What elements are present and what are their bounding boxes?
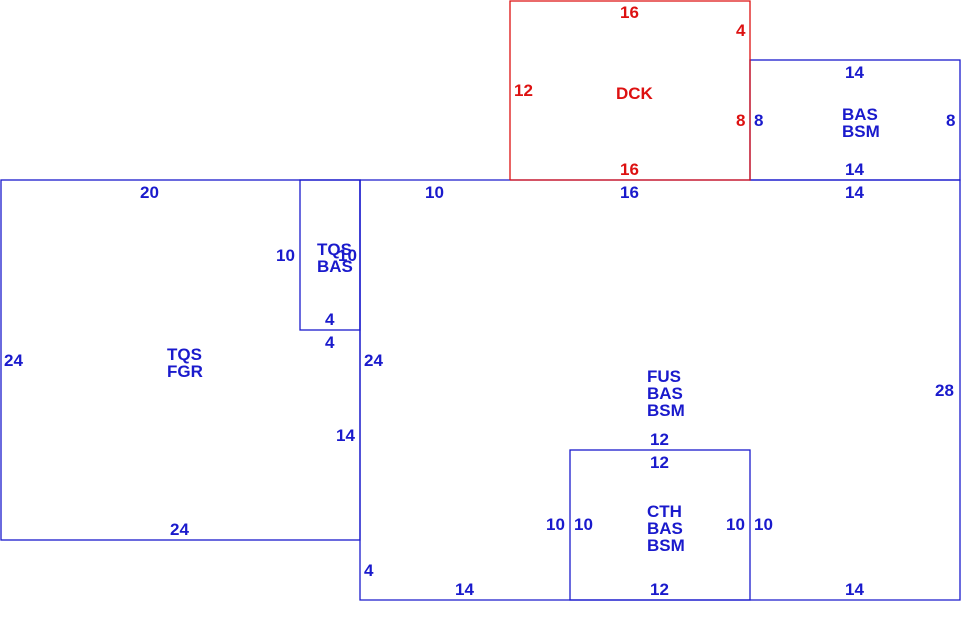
small-room-code-2: BAS bbox=[317, 257, 353, 276]
dim-main-top-left: 10 bbox=[425, 183, 444, 202]
cth-outline bbox=[569, 449, 751, 601]
dim-deck-left: 12 bbox=[514, 81, 533, 100]
dim-cth-right-inner: 10 bbox=[726, 515, 745, 534]
dim-main-bottom-left: 14 bbox=[455, 580, 474, 599]
dim-cth-top-outer: 12 bbox=[650, 430, 669, 449]
main-code-1: FUS bbox=[647, 367, 681, 386]
dim-main-bottom-right: 14 bbox=[845, 580, 864, 599]
dim-cth-left-outer: 10 bbox=[546, 515, 565, 534]
garage-code-1: TQS bbox=[167, 345, 202, 364]
dim-small-room-right: 10 bbox=[338, 246, 357, 265]
main-code-2: BAS bbox=[647, 384, 683, 403]
small-room-code-1: TQS bbox=[317, 240, 352, 259]
deck-outline bbox=[509, 0, 751, 181]
dim-garage-top: 20 bbox=[140, 183, 159, 202]
dim-main-step: 4 bbox=[364, 561, 374, 580]
dim-small-room-left: 10 bbox=[276, 246, 295, 265]
upper-right-code-2: BSM bbox=[842, 122, 880, 141]
garage-code-2: FGR bbox=[167, 362, 203, 381]
dim-cth-right-outer: 10 bbox=[754, 515, 773, 534]
cth-code-2: BAS bbox=[647, 519, 683, 538]
deck-code: DCK bbox=[616, 84, 654, 103]
dim-main-right: 28 bbox=[935, 381, 954, 400]
dim-cth-top-inner: 12 bbox=[650, 453, 669, 472]
dim-garage-bottom: 24 bbox=[170, 520, 189, 539]
dim-small-room-bottom-inner: 4 bbox=[325, 310, 335, 329]
main-code-3: BSM bbox=[647, 401, 685, 420]
dim-cth-left-inner: 10 bbox=[574, 515, 593, 534]
upper-right-code-1: BAS bbox=[842, 105, 878, 124]
dim-upper-right-left: 8 bbox=[754, 111, 763, 130]
dim-cth-bottom: 12 bbox=[650, 580, 669, 599]
dim-deck-top: 16 bbox=[620, 3, 639, 22]
dim-upper-right-right: 8 bbox=[946, 111, 955, 130]
dim-small-room-bottom-outer: 4 bbox=[325, 333, 335, 352]
cth-code-3: BSM bbox=[647, 536, 685, 555]
dim-main-left: 24 bbox=[364, 351, 383, 370]
dim-upper-right-bottom: 14 bbox=[845, 160, 864, 179]
dim-main-top-mid: 16 bbox=[620, 183, 639, 202]
cth-code-1: CTH bbox=[647, 502, 682, 521]
dim-deck-right-top: 4 bbox=[736, 21, 746, 40]
dim-deck-bottom: 16 bbox=[620, 160, 639, 179]
dim-garage-left: 24 bbox=[4, 351, 23, 370]
dim-upper-right-top: 14 bbox=[845, 63, 864, 82]
dim-main-top-right: 14 bbox=[845, 183, 864, 202]
dim-deck-right-bottom: 8 bbox=[736, 111, 745, 130]
dim-garage-right-lower: 14 bbox=[336, 426, 355, 445]
